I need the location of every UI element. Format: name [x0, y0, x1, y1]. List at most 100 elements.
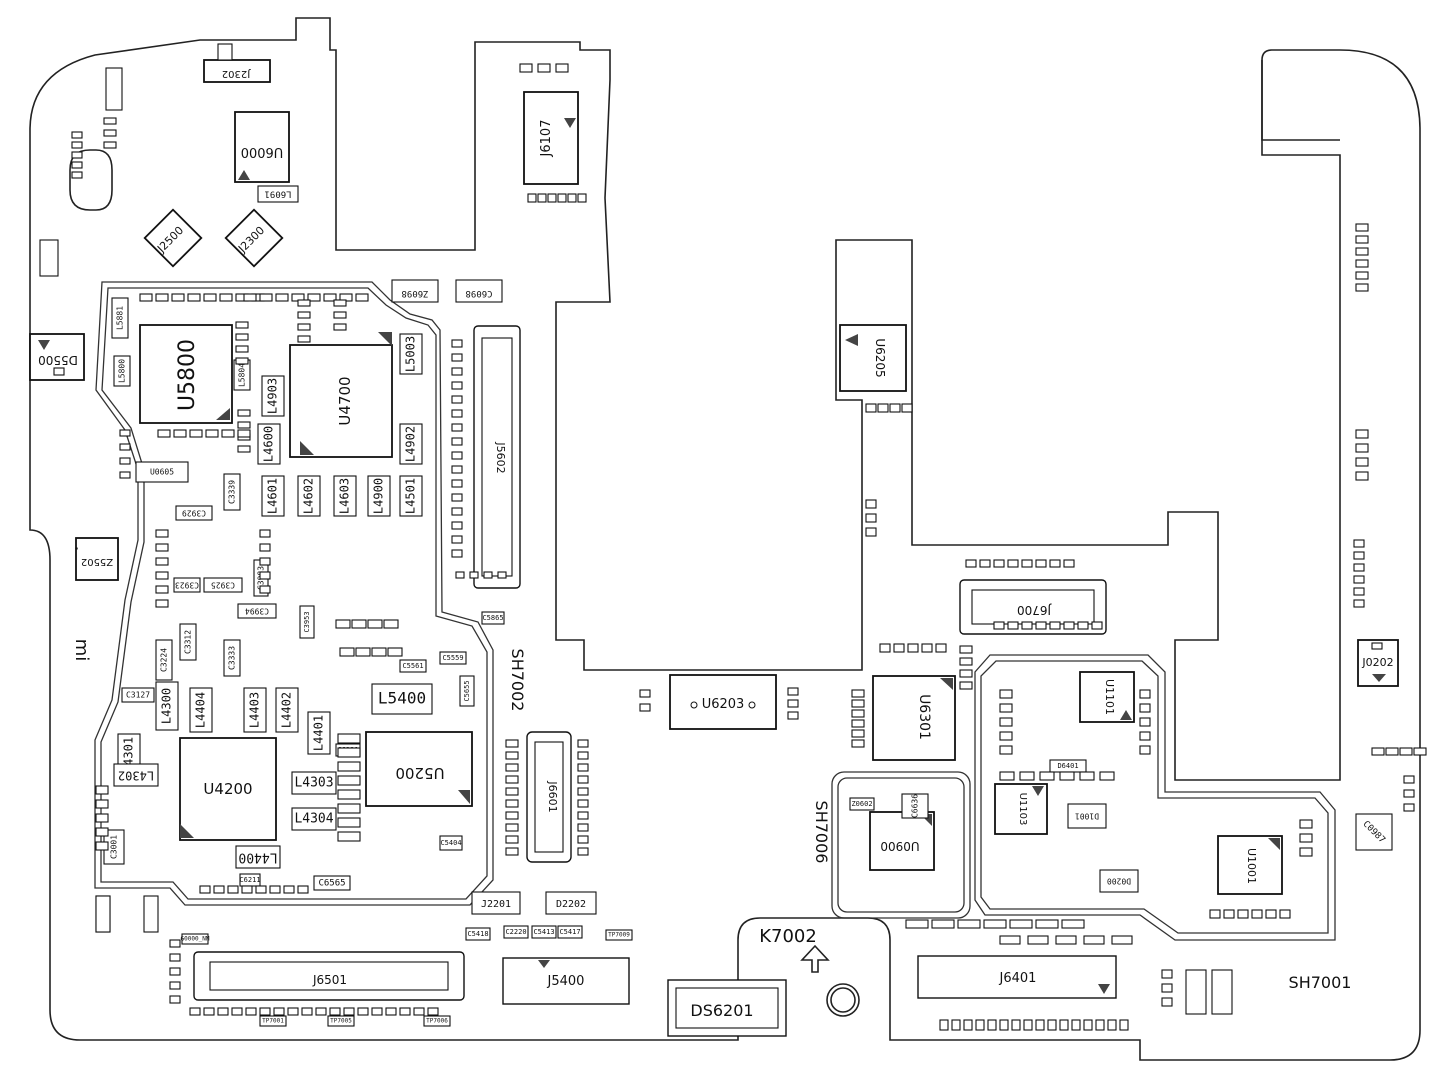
inductor-l4400: L4400: [235, 845, 281, 869]
passive-pad: [275, 293, 289, 302]
passive-pad: [1299, 819, 1313, 829]
ic-z5502-label: Z5502: [81, 556, 113, 567]
passive-pad: [639, 703, 651, 712]
passive-pad: [95, 895, 111, 933]
passive-pad: [1139, 745, 1151, 755]
shield-sh7002: [94, 281, 494, 906]
passive-pad: [577, 751, 589, 760]
passive-pad: [337, 817, 361, 828]
passive-pad: [139, 293, 153, 302]
comp-c2220: C2220: [503, 925, 529, 939]
passive-pad: [269, 885, 281, 894]
comp-c3923-label: C3923: [175, 581, 199, 590]
passive-pad: [351, 619, 367, 629]
passive-pad: [1211, 969, 1233, 1015]
passive-pad: [455, 571, 465, 579]
passive-pad: [1403, 803, 1415, 812]
passive-pad: [155, 571, 169, 580]
passive-pad: [451, 549, 463, 558]
passive-pad: [255, 885, 267, 894]
inductor-l5800: L5800: [113, 355, 131, 387]
comp-c2220-label: C2220: [505, 928, 526, 936]
passive-pad: [505, 835, 519, 844]
passive-pad: [169, 981, 181, 990]
comp-c6211-label: C6211: [239, 876, 260, 884]
passive-pad: [505, 739, 519, 748]
comp-c3929: C3929: [175, 505, 213, 521]
passive-pad: [333, 311, 347, 319]
ic-j0202: J0202: [1357, 639, 1399, 687]
passive-pad: [1355, 443, 1369, 453]
passive-pad: [577, 799, 589, 808]
ic-j6107: J6107: [523, 91, 579, 185]
ic-j2300: J2300: [224, 208, 284, 268]
comp-c3312: C3312: [179, 623, 197, 661]
inductor-l6091: L6091: [257, 185, 299, 203]
passive-pad: [337, 803, 361, 814]
passive-pad: [1353, 599, 1365, 608]
passive-pad: [999, 935, 1021, 945]
passive-pad: [1035, 919, 1059, 929]
passive-pad: [259, 1007, 271, 1016]
comp-c3923: C3923: [173, 577, 201, 593]
passive-pad: [357, 1007, 369, 1016]
comp-c3224-label: C3224: [160, 648, 169, 672]
passive-pad: [1385, 747, 1399, 756]
passive-pad: [451, 395, 463, 404]
passive-pad: [931, 919, 955, 929]
passive-pad: [71, 131, 83, 139]
passive-pad: [451, 535, 463, 544]
comp-c5561-label: C5561: [402, 662, 423, 670]
passive-pad: [787, 699, 799, 708]
passive-pad: [399, 1007, 411, 1016]
passive-pad: [235, 333, 249, 341]
comp-c3925: C3925: [203, 577, 243, 593]
comp-d1001: D1001: [1067, 803, 1107, 829]
passive-pad: [1237, 909, 1249, 919]
passive-pad: [343, 1007, 355, 1016]
comp-c3333-label: C3333: [228, 646, 237, 670]
ic-u1101-label: U1101: [1103, 679, 1116, 715]
comp-c3001-label: C3001: [110, 835, 119, 859]
connector-j6501-label: J6501: [312, 973, 347, 987]
passive-pad: [921, 643, 933, 653]
connector-ds6201: DS6201: [667, 979, 787, 1037]
passive-pad: [851, 719, 865, 728]
passive-pad: [1161, 983, 1173, 993]
ic-u5200-label: U5200: [395, 764, 444, 782]
connector-j6700-label: J6700: [1017, 603, 1052, 617]
passive-pad: [235, 321, 249, 329]
passive-pad: [95, 813, 109, 823]
ic-u4200: U4200: [179, 737, 277, 841]
passive-pad: [333, 323, 347, 331]
passive-pad: [71, 161, 83, 169]
passive-pad: [537, 63, 551, 73]
passive-pad: [577, 763, 589, 772]
passive-pad: [297, 299, 311, 307]
passive-pad: [451, 381, 463, 390]
passive-pad: [427, 1007, 439, 1016]
inductor-l5003-label: L5003: [404, 336, 418, 372]
part-z6098: Z6098: [391, 279, 439, 303]
comp-z0602: Z0602: [849, 797, 875, 811]
passive-pad: [157, 429, 171, 438]
passive-pad: [95, 841, 109, 851]
passive-pad: [451, 437, 463, 446]
passive-pad: [155, 543, 169, 552]
passive-pad: [173, 429, 187, 438]
passive-pad: [1049, 621, 1061, 630]
comp-c6636: C6636: [901, 793, 929, 819]
ic-u0900: U0900: [869, 811, 935, 871]
passive-pad: [1161, 997, 1173, 1007]
passive-pad: [851, 709, 865, 718]
comp-c5865: C5865: [481, 611, 505, 625]
passive-pad: [237, 409, 251, 417]
passive-pad: [537, 193, 547, 203]
connector-j5602: J5602: [473, 325, 521, 589]
comp-c5561: C5561: [399, 659, 427, 673]
inductor-l4403-label: L4403: [248, 692, 262, 728]
passive-pad: [1019, 771, 1035, 781]
comp-c5417: C5417: [557, 925, 583, 939]
passive-pad: [297, 335, 311, 343]
passive-pad: [1079, 771, 1095, 781]
